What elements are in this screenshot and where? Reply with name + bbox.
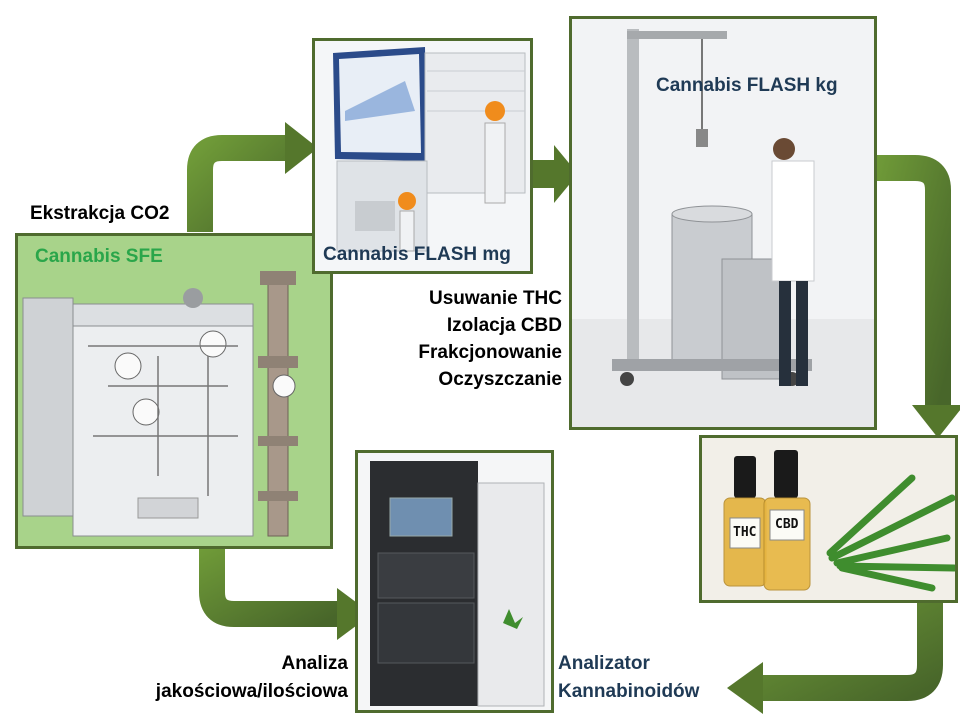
cannabis-sfe-frame xyxy=(15,233,333,549)
sfe-machine-image xyxy=(22,271,298,537)
arrow-head-sfe-to-flash-mg xyxy=(285,122,318,174)
flash-kg-system-image xyxy=(572,19,874,427)
analysis-line-1: Analiza xyxy=(281,653,348,674)
hplc-analyzer-image xyxy=(358,453,551,710)
process-cbd-isolation: Izolacja CBD xyxy=(446,315,562,336)
arrow-head-oil-to-analyzer xyxy=(727,662,763,714)
cbd-thc-oil-frame: THC CBD xyxy=(699,435,958,603)
analyzer-label: Analizator Kannabinoidów xyxy=(558,650,699,706)
cannabis-flash-kg-title: Cannabis FLASH kg xyxy=(656,75,838,96)
thc-bottle-label: THC xyxy=(733,525,757,540)
analyzer-line-1: Analizator xyxy=(558,653,650,674)
arrow-kg-to-oil xyxy=(876,155,951,408)
process-purification: Oczyszczanie xyxy=(438,369,562,390)
cannabis-sfe-title: Cannabis SFE xyxy=(35,246,163,267)
process-fractionation: Frakcjonowanie xyxy=(418,342,562,363)
cannabis-flash-mg-title: Cannabis FLASH mg xyxy=(323,244,511,265)
process-thc-removal: Usuwanie THC xyxy=(428,288,562,309)
process-list: Usuwanie THC Izolacja CBD Frakcjonowanie… xyxy=(394,285,562,393)
analysis-line-2: jakościowa/ilościowa xyxy=(155,681,348,702)
arrow-oil-to-analyzer xyxy=(760,600,943,701)
cannabinoid-analyzer-frame xyxy=(355,450,554,713)
arrow-sfe-to-analyzer xyxy=(199,545,340,627)
flash-mg-instrument-image xyxy=(315,41,530,271)
co2-extraction-label: Ekstrakcja CO2 xyxy=(30,203,170,224)
cbd-bottle-label: CBD xyxy=(775,517,799,532)
arrow-sfe-to-flash-mg xyxy=(187,135,288,232)
analyzer-line-2: Kannabinoidów xyxy=(558,681,700,702)
arrow-head-kg-to-oil xyxy=(912,405,960,438)
cannabis-flash-kg-frame xyxy=(569,16,877,430)
arrow-head-mg-to-kg xyxy=(554,145,578,203)
arrow-mg-to-kg-shaft xyxy=(532,160,556,188)
cannabis-leaf-icon xyxy=(503,609,523,629)
cannabis-flash-mg-frame xyxy=(312,38,533,274)
analysis-label: Analiza jakościowa/ilościowa xyxy=(130,650,348,706)
arrow-head-sfe-to-analyzer xyxy=(337,588,372,640)
oil-bottles-image xyxy=(702,438,955,600)
